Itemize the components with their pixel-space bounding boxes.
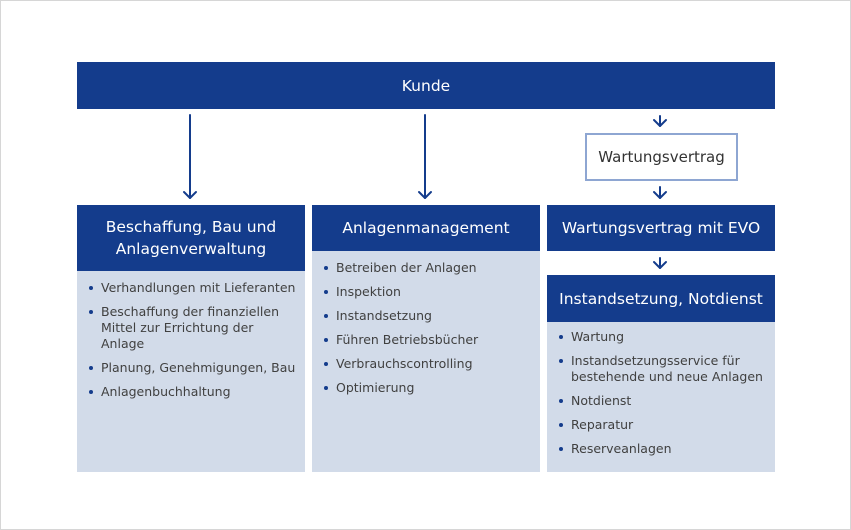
maintenance-contract-label: Wartungsvertrag <box>598 148 725 166</box>
procurement-list: Verhandlungen mit Lieferanten Beschaffun… <box>88 280 300 408</box>
list-item: Planung, Genehmigungen, Bau <box>88 360 300 376</box>
list-item: Verhandlungen mit Lieferanten <box>88 280 300 296</box>
list-item: Beschaffung der finanziellen Mittel zur … <box>88 304 300 352</box>
repair-service-list: Wartung Instandsetzungsservice für beste… <box>558 329 770 465</box>
list-item: Instandsetzung <box>323 308 535 324</box>
customer-bar: Kunde <box>77 62 775 109</box>
asset-management-panel: Anlagenmanagement Betreiben der Anlagen … <box>312 205 540 472</box>
maintenance-contract-box: Wartungsvertrag <box>585 133 738 181</box>
procurement-title: Beschaffung, Bau und Anlagenverwaltung <box>105 218 277 258</box>
repair-service-title: Instandsetzung, Notdienst <box>559 289 763 308</box>
repair-service-panel: Instandsetzung, Notdienst Wartung Instan… <box>547 275 775 472</box>
evo-contract-bar: Wartungsvertrag mit EVO <box>547 205 775 251</box>
procurement-header: Beschaffung, Bau und Anlagenverwaltung <box>77 205 305 271</box>
list-item: Reserveanlagen <box>558 441 770 457</box>
list-item: Reparatur <box>558 417 770 433</box>
customer-label: Kunde <box>401 76 451 95</box>
list-item: Optimierung <box>323 380 535 396</box>
asset-management-header: Anlagenmanagement <box>312 205 540 251</box>
list-item: Wartung <box>558 329 770 345</box>
list-item: Notdienst <box>558 393 770 409</box>
list-item: Inspektion <box>323 284 535 300</box>
asset-management-list: Betreiben der Anlagen Inspektion Instand… <box>323 260 535 404</box>
list-item: Anlagenbuchhaltung <box>88 384 300 400</box>
asset-management-title: Anlagenmanagement <box>342 219 510 237</box>
list-item: Verbrauchscontrolling <box>323 356 535 372</box>
list-item: Instandsetzungsservice für bestehende un… <box>558 353 770 385</box>
list-item: Führen Betriebsbücher <box>323 332 535 348</box>
list-item: Betreiben der Anlagen <box>323 260 535 276</box>
repair-service-header: Instandsetzung, Notdienst <box>547 275 775 322</box>
procurement-panel: Beschaffung, Bau und Anlagenverwaltung V… <box>77 205 305 472</box>
evo-contract-title: Wartungsvertrag mit EVO <box>561 219 761 237</box>
